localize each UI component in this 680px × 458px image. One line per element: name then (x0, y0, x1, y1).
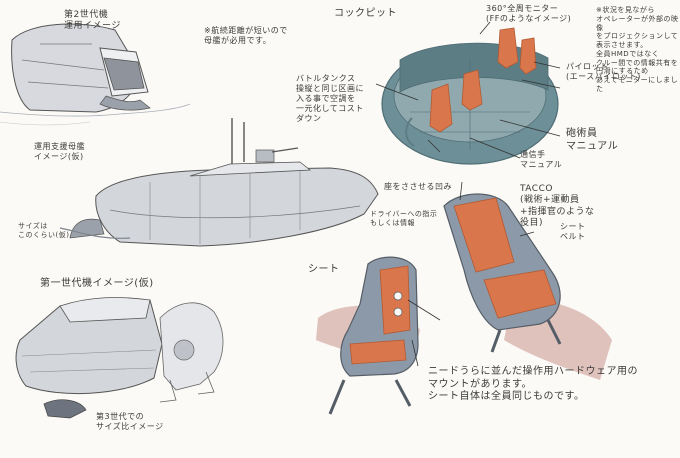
label-support-ship: 運用支援母艦 イメージ(仮) (34, 142, 85, 161)
label-first-gen-size: 第3世代での サイズ比イメージ (96, 412, 164, 431)
label-seat-belt: シート ベルト (560, 222, 586, 241)
label-pilot: パイロット (エースパイロット) (566, 62, 641, 81)
seat-sketch-left (316, 256, 420, 415)
label-monitor-360: 360°全周モニター (FFのようなイメージ) (486, 4, 572, 23)
label-seat-title: シート (308, 264, 340, 275)
support-ship-sketch (59, 118, 379, 247)
second-gen-vehicle-sketch (0, 23, 191, 126)
label-comm: 通信手 マニュアル (520, 150, 563, 169)
label-footrest-note: ドライバーへの指示 もしくは情報 (370, 210, 438, 227)
label-cockpit-title: コックピット (334, 8, 397, 19)
label-second-gen-ops: 第2世代機 運用イメージ (64, 10, 121, 32)
seat-sketch-right (443, 193, 612, 380)
label-recess: 座をささせる凹み (384, 182, 452, 191)
label-right-note: ※状況を見ながら オペレーターが外部の映像 をプロジェクションして 表示させます… (596, 6, 679, 93)
first-gen-vehicle-sketch (15, 297, 224, 419)
label-seat-note: ニードうらに並んだ操作用ハードウェア用の マウントがあります。 シート自体は全員… (428, 366, 638, 402)
label-mothership-note: ※航続距離が短いので 母艦が必用です。 (204, 26, 288, 45)
label-gunner: 砲術員 マニュアル (566, 128, 619, 152)
label-tacco: TACCO (戦術+運動員 +指揮官のような 役目) (520, 184, 595, 228)
label-battle-tanks: バトルタンクス 操縦と同じ区画に 入る事で空調を 一元化してコスト ダウン (296, 74, 364, 123)
cockpit-sketch (381, 27, 559, 165)
label-first-gen: 第一世代機イメージ(仮) (40, 278, 154, 289)
label-size-note: サイズは このくらい(仮) (18, 222, 70, 239)
leader-lines (375, 21, 561, 367)
